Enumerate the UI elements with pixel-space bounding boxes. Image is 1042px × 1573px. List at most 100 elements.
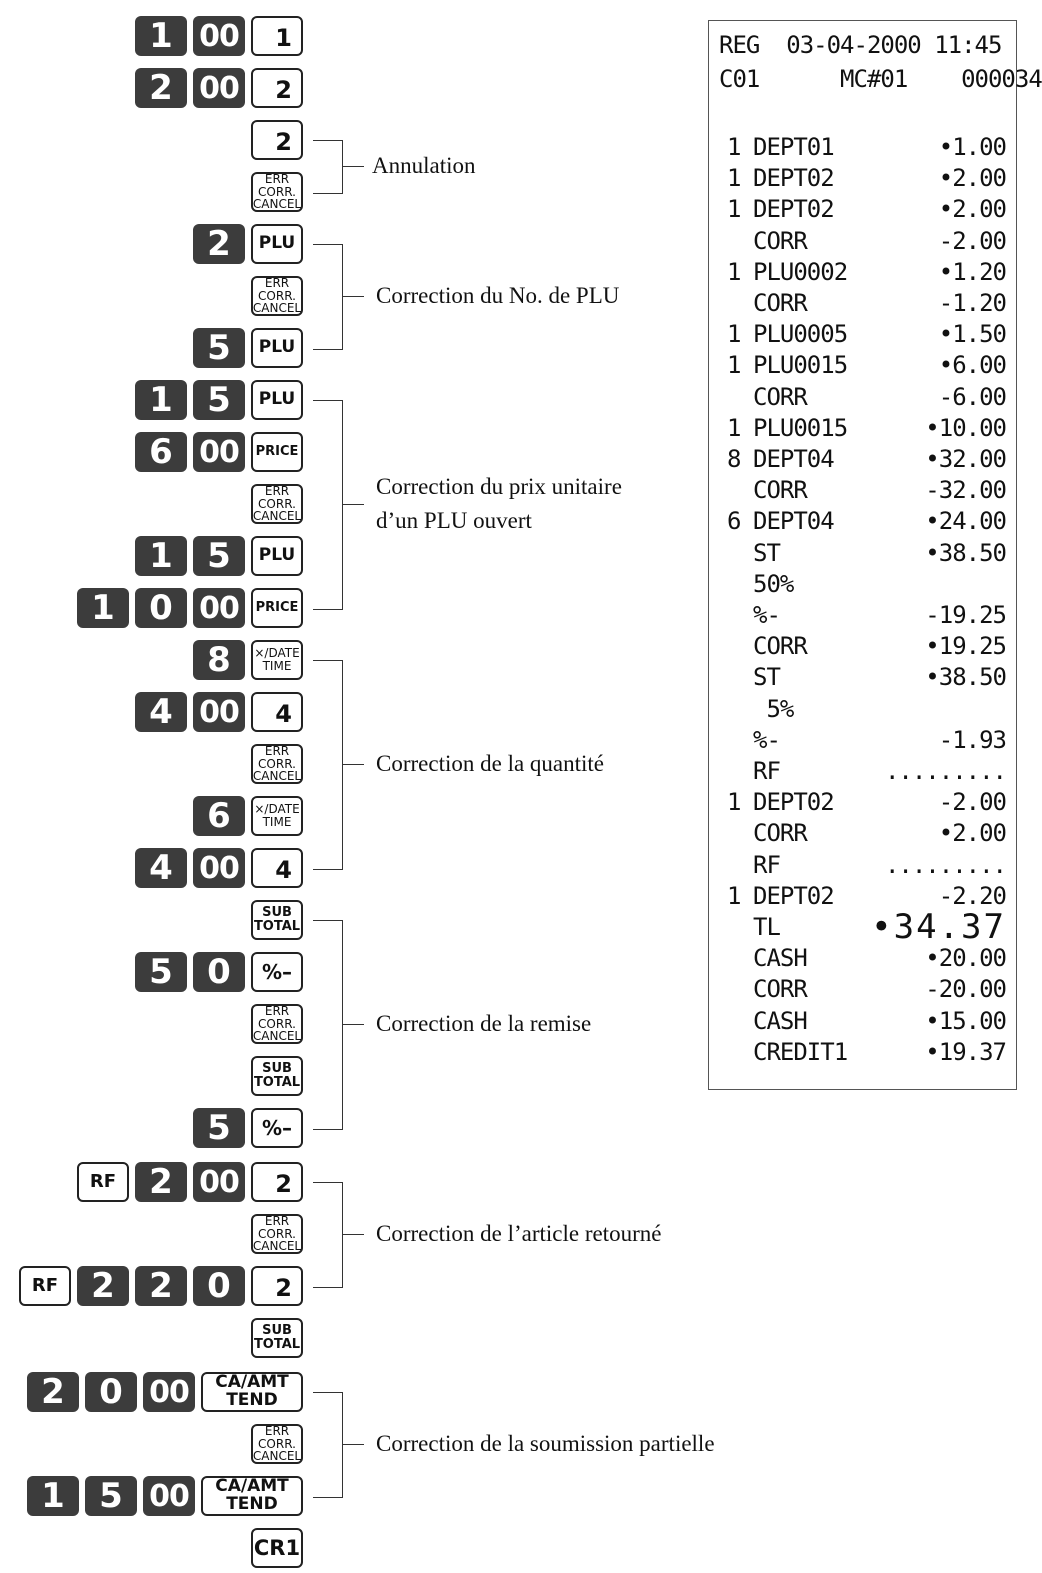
function-key[interactable]: ERR CORR. CANCEL (251, 744, 303, 784)
function-key[interactable]: SUB TOTAL (251, 1056, 303, 1096)
function-key[interactable]: PRICE (251, 588, 303, 628)
numeric-key[interactable]: 00 (193, 588, 245, 628)
numeric-key[interactable]: 0 (85, 1372, 137, 1412)
function-key[interactable]: PLU (251, 536, 303, 576)
group-bracket (313, 920, 343, 1130)
function-key[interactable]: 4 (251, 848, 303, 888)
function-key[interactable]: CA/AMT TEND (201, 1476, 303, 1516)
receipt-header-line1: REG 03-04-2000 11:45 (719, 31, 1002, 59)
receipt-line: CREDIT1•19.37 (709, 1038, 1016, 1069)
receipt-line-amount: ......... (884, 757, 1007, 785)
receipt-line-name: RF (753, 757, 781, 785)
numeric-key[interactable]: 00 (193, 68, 245, 108)
key-group: SUB TOTAL (251, 1054, 303, 1098)
function-key[interactable]: PLU (251, 224, 303, 264)
numeric-key[interactable]: 5 (193, 536, 245, 576)
numeric-key[interactable]: 2 (135, 1162, 187, 1202)
numeric-key[interactable]: 8 (193, 640, 245, 680)
function-key[interactable]: 2 (251, 68, 303, 108)
function-key[interactable]: 2 (251, 1266, 303, 1306)
function-key[interactable]: ERR CORR. CANCEL (251, 1004, 303, 1044)
function-key[interactable]: 4 (251, 692, 303, 732)
function-key[interactable]: RF (77, 1162, 129, 1202)
receipt-line-name: CORR (753, 819, 808, 848)
numeric-key[interactable]: 00 (193, 848, 245, 888)
numeric-key[interactable]: 5 (135, 952, 187, 992)
numeric-key[interactable]: 0 (135, 588, 187, 628)
function-key[interactable]: %– (251, 1108, 303, 1148)
numeric-key[interactable]: 1 (135, 536, 187, 576)
function-key[interactable]: CR1 (251, 1528, 303, 1568)
key-sequence: 8×/DATE TIME (0, 638, 1023, 682)
receipt-line: 5% (709, 695, 1016, 726)
numeric-key[interactable]: 4 (135, 692, 187, 732)
key-sequence: 2 (0, 118, 1023, 162)
function-key[interactable]: ERR CORR. CANCEL (251, 1214, 303, 1254)
numeric-key[interactable]: 2 (77, 1266, 129, 1306)
function-key[interactable]: PLU (251, 380, 303, 420)
numeric-key[interactable]: 1 (135, 16, 187, 56)
numeric-key[interactable]: 00 (193, 1162, 245, 1202)
numeric-key[interactable]: 6 (135, 432, 187, 472)
receipt-line-amount: •20.00 (925, 944, 1007, 973)
function-key[interactable]: SUB TOTAL (251, 1318, 303, 1358)
numeric-key[interactable]: 2 (135, 68, 187, 108)
key-sequence: ERR CORR. CANCEL (0, 1212, 1023, 1256)
function-key[interactable]: 2 (251, 120, 303, 160)
key-group: ERR CORR. CANCEL (251, 1422, 303, 1466)
numeric-key[interactable]: 1 (135, 380, 187, 420)
function-key[interactable]: ERR CORR. CANCEL (251, 1424, 303, 1464)
numeric-key[interactable]: 1 (77, 588, 129, 628)
function-key[interactable]: RF (19, 1266, 71, 1306)
numeric-key[interactable]: 6 (193, 796, 245, 836)
numeric-key[interactable]: 2 (27, 1372, 79, 1412)
function-key[interactable]: SUB TOTAL (251, 900, 303, 940)
receipt-line-name: DEPT02 (753, 788, 835, 817)
numeric-key[interactable]: 00 (143, 1476, 195, 1516)
function-key[interactable]: 1 (251, 16, 303, 56)
numeric-key[interactable]: 2 (135, 1266, 187, 1306)
numeric-key[interactable]: 0 (193, 1266, 245, 1306)
numeric-key[interactable]: 5 (193, 380, 245, 420)
numeric-key[interactable]: 1 (27, 1476, 79, 1516)
receipt-line-name: CORR (753, 382, 808, 411)
numeric-key[interactable]: 5 (85, 1476, 137, 1516)
function-key[interactable]: ERR CORR. CANCEL (251, 276, 303, 316)
function-key[interactable]: PLU (251, 328, 303, 368)
function-key[interactable]: ERR CORR. CANCEL (251, 172, 303, 212)
receipt-line-amount: -2.20 (938, 881, 1007, 910)
numeric-key[interactable]: 00 (193, 16, 245, 56)
function-key[interactable]: ×/DATE TIME (251, 796, 303, 836)
function-key[interactable]: ×/DATE TIME (251, 640, 303, 680)
receipt-line-name: DEPT01 (753, 133, 835, 161)
function-key[interactable]: ERR CORR. CANCEL (251, 484, 303, 524)
function-key[interactable]: %– (251, 952, 303, 992)
numeric-key[interactable]: 2 (193, 224, 245, 264)
receipt-line-amount: -20.00 (925, 975, 1007, 1004)
numeric-key[interactable]: 5 (193, 1108, 245, 1148)
numeric-key[interactable]: 00 (193, 692, 245, 732)
key-group: 2 (251, 118, 303, 162)
numeric-key[interactable]: 0 (193, 952, 245, 992)
numeric-key[interactable]: 00 (193, 432, 245, 472)
numeric-key[interactable]: 5 (193, 328, 245, 368)
key-sequence: 6×/DATE TIME (0, 794, 1023, 838)
function-key[interactable]: PRICE (251, 432, 303, 472)
receipt-line-amount: ......... (884, 850, 1007, 879)
function-key[interactable]: 2 (251, 1162, 303, 1202)
numeric-key[interactable]: 00 (143, 1372, 195, 1412)
key-group: ERR CORR. CANCEL (251, 170, 303, 214)
receipt-line-name: 50% (753, 569, 794, 598)
function-key[interactable]: CA/AMT TEND (201, 1372, 303, 1412)
receipt-line-name: DEPT04 (753, 507, 835, 536)
numeric-key[interactable]: 4 (135, 848, 187, 888)
